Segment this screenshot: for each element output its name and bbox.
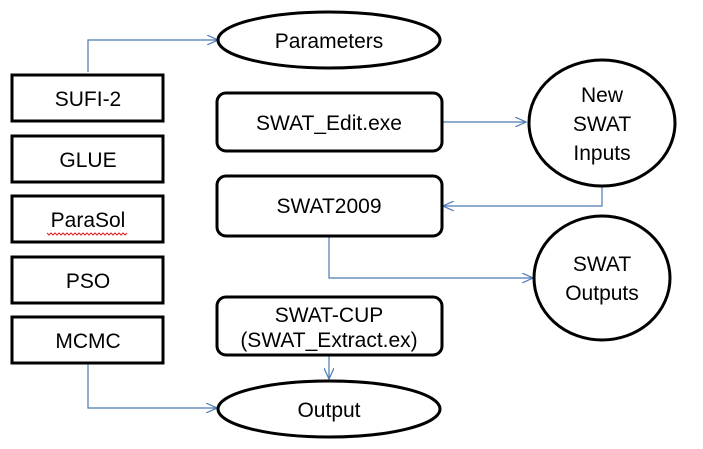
- swat-cup-node: SWAT-CUP (SWAT_Extract.ex): [215, 295, 444, 357]
- algorithm-label-sufi2: SUFI-2: [55, 88, 122, 111]
- output-node: Output: [216, 379, 442, 439]
- new-swat-inputs-line3: Inputs: [573, 142, 630, 165]
- swat-cup-label-line2: (SWAT_Extract.ex): [240, 329, 417, 352]
- swat-outputs-node: SWAT Outputs: [532, 214, 672, 342]
- algorithm-box-mcmc: MCMC: [10, 315, 165, 365]
- swat-cup-box: [215, 295, 444, 357]
- connector-algorithms-to-output: [87, 363, 217, 408]
- algorithm-box-mcmc-frame: [10, 315, 165, 365]
- swat-cup-label-line1: SWAT-CUP: [275, 304, 384, 327]
- algorithm-label-parasol: ParaSol: [51, 209, 126, 232]
- output-label: Output: [297, 399, 360, 422]
- swat-edit-node: SWAT_Edit.exe: [215, 91, 444, 153]
- swat2009-box: [215, 174, 444, 238]
- algorithm-label-mcmc: MCMC: [55, 330, 120, 353]
- connectors: [87, 40, 603, 408]
- new-swat-inputs-line2: SWAT: [573, 113, 631, 136]
- new-swat-inputs-node: New SWAT Inputs: [527, 58, 677, 188]
- algorithm-label-pso: PSO: [66, 270, 110, 293]
- spellcheck-underline: [46, 232, 128, 236]
- algorithm-box-pso: PSO: [10, 255, 165, 305]
- algorithm-box-parasol-frame: [10, 194, 165, 244]
- output-ellipse: [216, 379, 442, 439]
- swat-outputs-line2: Outputs: [565, 282, 639, 305]
- swat2009-label: SWAT2009: [276, 195, 381, 218]
- algorithm-box-glue: GLUE: [10, 134, 165, 184]
- swat-edit-label: SWAT_Edit.exe: [256, 112, 402, 135]
- parameters-label: Parameters: [275, 30, 384, 53]
- algorithm-list: SUFI-2 GLUE ParaSol PSO MCMC: [10, 73, 165, 365]
- parameters-ellipse: [216, 10, 442, 70]
- algorithm-box-parasol: ParaSol: [10, 194, 165, 244]
- swat-outputs-circle: [532, 214, 672, 342]
- new-swat-inputs-circle: [527, 58, 677, 188]
- connector-new-inputs-to-swat2009: [443, 186, 603, 206]
- algorithm-box-glue-frame: [10, 134, 165, 184]
- connector-swat2009-to-outputs: [328, 237, 533, 278]
- algorithm-box-pso-frame: [10, 255, 165, 305]
- swat2009-node: SWAT2009: [215, 174, 444, 238]
- algorithm-label-glue: GLUE: [59, 149, 116, 172]
- swat-edit-box: [215, 91, 444, 153]
- new-swat-inputs-line1: New: [581, 84, 624, 107]
- parameters-node: Parameters: [216, 10, 442, 70]
- connector-algorithms-to-parameters: [87, 40, 218, 72]
- swat-outputs-line1: SWAT: [573, 253, 631, 276]
- algorithm-box-sufi2: SUFI-2: [10, 73, 165, 123]
- algorithm-box-sufi2-frame: [10, 73, 165, 123]
